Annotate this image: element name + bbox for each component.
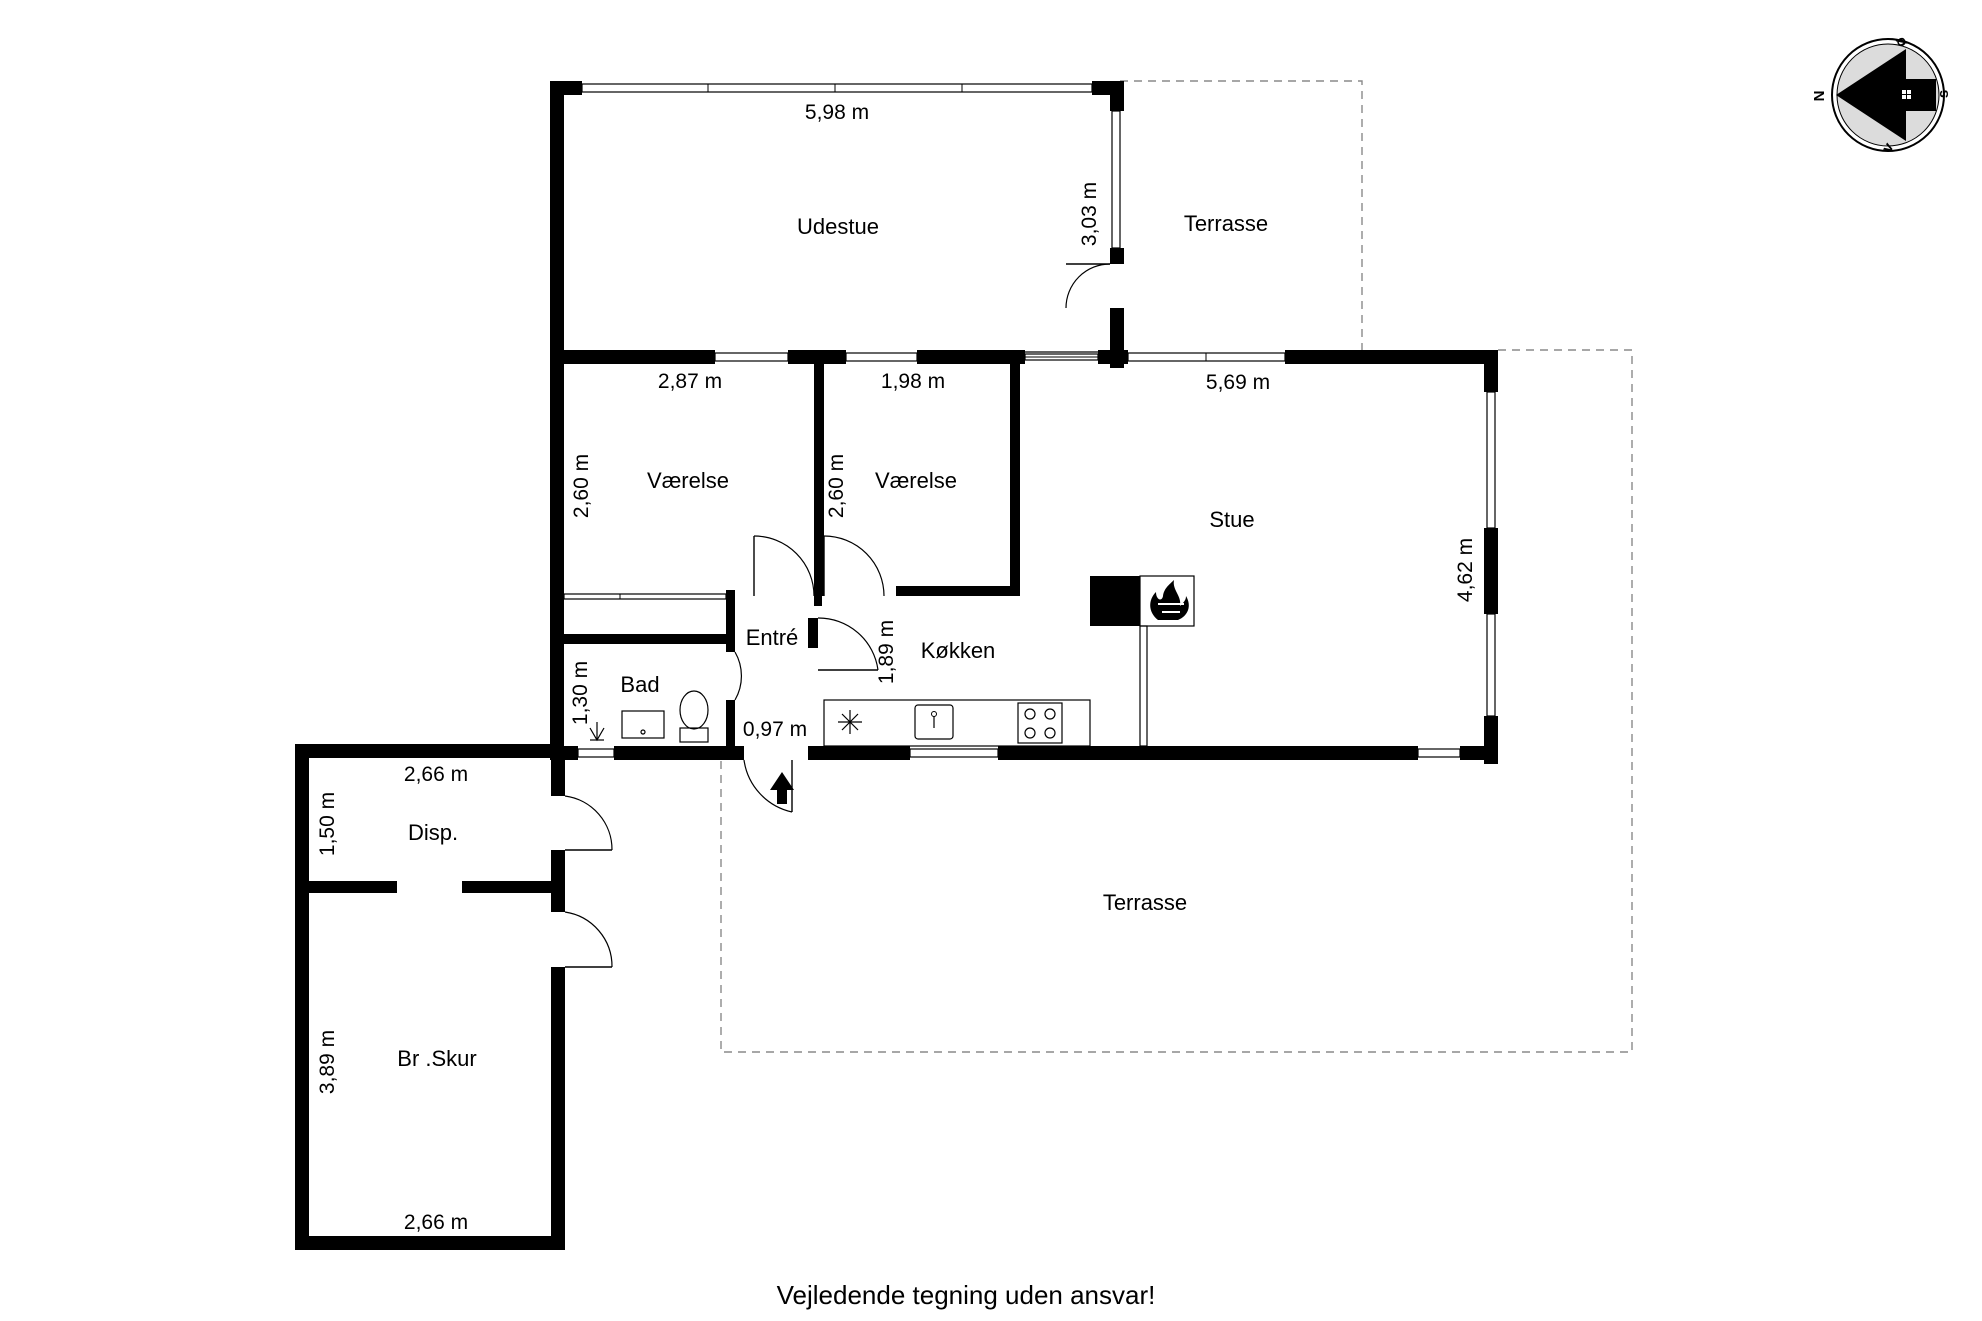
terrace-top-outline bbox=[1120, 80, 1363, 350]
entrance-arrow-icon bbox=[770, 772, 794, 804]
dim-vaerelse1-depth: 2,60 m bbox=[570, 454, 593, 518]
room-label-skur: Br .Skur bbox=[397, 1046, 476, 1071]
room-label-vaerelse-1: Værelse bbox=[647, 468, 729, 493]
toilet bbox=[679, 690, 709, 730]
dim-skur-width: 2,66 m bbox=[404, 1211, 468, 1234]
room-label-udestue: Udestue bbox=[797, 214, 879, 239]
room-label-entre: Entré bbox=[746, 625, 799, 650]
compass: N ø s v bbox=[1811, 34, 1952, 156]
bathroom-sink bbox=[621, 710, 665, 739]
disclaimer-caption: Vejledende tegning uden ansvar! bbox=[777, 1280, 1156, 1310]
room-label-vaerelse-2: Værelse bbox=[875, 468, 957, 493]
dim-entre-width: 0,97 m bbox=[743, 718, 807, 741]
stove bbox=[1017, 702, 1063, 744]
room-label-koekken: Køkken bbox=[921, 638, 996, 663]
doors bbox=[564, 263, 1111, 968]
dim-skur-depth: 3,89 m bbox=[316, 1030, 339, 1094]
dim-vaerelse1-width: 2,87 m bbox=[658, 370, 722, 393]
compass-s: s bbox=[1935, 90, 1952, 98]
dim-koekken-depth: 1,89 m bbox=[875, 620, 898, 684]
dim-disp-width: 2,66 m bbox=[404, 763, 468, 786]
windows bbox=[563, 83, 1496, 758]
floor-drain-icon bbox=[589, 722, 605, 742]
room-label-stue: Stue bbox=[1209, 507, 1254, 532]
dim-bad-depth: 1,30 m bbox=[569, 661, 592, 725]
dim-disp-depth: 1,50 m bbox=[316, 792, 339, 856]
room-label-terrasse-top: Terrasse bbox=[1184, 211, 1268, 236]
kitchen-counter bbox=[823, 699, 1091, 747]
room-label-bad: Bad bbox=[620, 672, 659, 697]
compass-house-arrow-icon bbox=[1836, 49, 1936, 141]
room-label-disp: Disp. bbox=[408, 820, 458, 845]
dim-udestue-depth: 3,03 m bbox=[1078, 182, 1101, 246]
kitchen-sink bbox=[914, 704, 954, 740]
walls bbox=[295, 81, 1498, 1250]
dim-vaerelse2-depth: 2,60 m bbox=[825, 454, 848, 518]
compass-n: N bbox=[1811, 91, 1828, 102]
dim-udestue-width: 5,98 m bbox=[805, 101, 869, 124]
terrace-bottom-outline bbox=[720, 349, 1633, 1053]
chimney-partition bbox=[1139, 625, 1148, 747]
freezer-snowflake-icon bbox=[838, 710, 862, 734]
dim-stue-width: 5,69 m bbox=[1206, 371, 1270, 394]
fireplace-box bbox=[1139, 575, 1195, 627]
dim-stue-depth: 4,62 m bbox=[1454, 538, 1477, 602]
fire-icon bbox=[1150, 580, 1189, 620]
room-label-terrasse-bottom: Terrasse bbox=[1103, 890, 1187, 915]
fixtures bbox=[589, 575, 1195, 804]
dim-vaerelse2-width: 1,98 m bbox=[881, 370, 945, 393]
